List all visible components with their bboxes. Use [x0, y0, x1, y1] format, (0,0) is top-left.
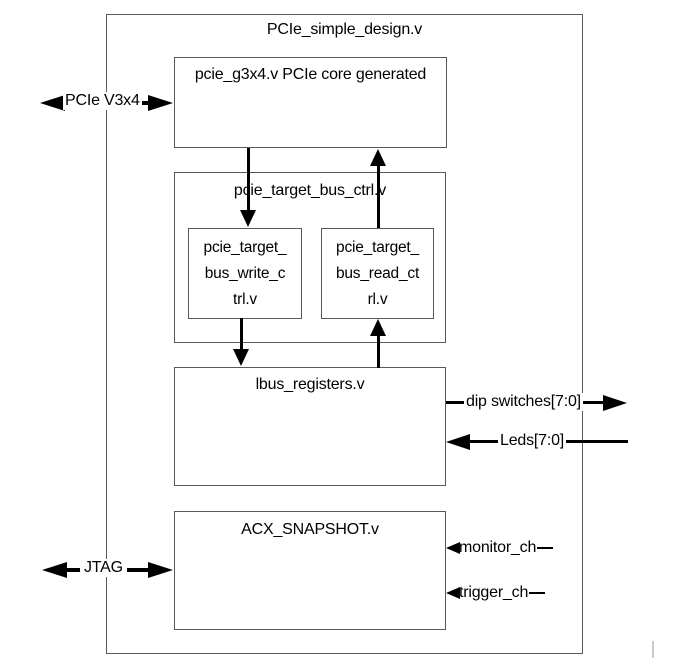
monitor-ch-label: monitor_ch	[459, 539, 537, 556]
read-ctrl-line2: bus_read_ct	[335, 264, 420, 282]
jtag-port-arrowhead-left-icon	[42, 562, 67, 578]
arrow-read-to-core-line	[377, 165, 380, 228]
read-ctrl-label: pcie_target_ bus_read_ct rl.v	[322, 229, 433, 318]
lbus-registers-label: lbus_registers.v	[255, 376, 365, 393]
acx-snapshot-label: ACX_SNAPSHOT.v	[241, 521, 379, 538]
arrow-core-to-write-line	[247, 148, 250, 211]
write-ctrl-line1: pcie_target_	[203, 238, 287, 256]
top-module-title: PCIe_simple_design.v	[266, 21, 423, 38]
pcie-core-label: pcie_g3x4.v PCIe core generated	[194, 66, 427, 83]
bus-ctrl-label: pcie_target_bus_ctrl.v	[233, 182, 387, 199]
arrow-lbus-to-read-head-icon	[370, 319, 386, 336]
pcie-port-arrowhead-right-icon	[148, 95, 173, 111]
scrollbar-artifact	[652, 641, 654, 658]
arrow-read-to-core-head-icon	[370, 149, 386, 166]
arrow-core-to-write-head-icon	[240, 210, 256, 227]
jtag-port-arrowhead-right-icon	[148, 562, 173, 578]
trigger-ch-port: trigger_ch	[459, 583, 546, 603]
jtag-port-label: JTAG	[80, 559, 127, 577]
write-ctrl-line2: bus_write_c	[204, 264, 286, 282]
leds-label: Leds[7:0]	[498, 432, 567, 450]
pcie-core-box: pcie_g3x4.v PCIe core generated	[174, 57, 447, 148]
trigger-ch-stub-line	[529, 592, 546, 594]
arrow-write-to-lbus-line	[240, 318, 243, 350]
arrow-write-to-lbus-head-icon	[233, 349, 249, 366]
acx-snapshot-box: ACX_SNAPSHOT.v	[174, 511, 446, 630]
monitor-ch-arrowhead-icon	[446, 542, 460, 554]
trigger-ch-arrowhead-icon	[446, 587, 460, 599]
write-ctrl-box: pcie_target_ bus_write_c trl.v	[188, 228, 302, 319]
dip-switches-arrowhead-icon	[603, 395, 627, 411]
pcie-port-arrowhead-left-icon	[40, 95, 65, 111]
read-ctrl-line3: rl.v	[367, 290, 388, 308]
read-ctrl-line1: pcie_target_	[336, 238, 419, 256]
monitor-ch-port: monitor_ch	[459, 538, 554, 558]
trigger-ch-label: trigger_ch	[459, 584, 529, 601]
monitor-ch-stub-line	[537, 547, 554, 549]
write-ctrl-line3: trl.v	[233, 290, 257, 308]
lbus-registers-box: lbus_registers.v	[174, 367, 446, 486]
leds-arrowhead-icon	[446, 434, 470, 450]
arrow-lbus-to-read-line	[377, 335, 380, 368]
read-ctrl-box: pcie_target_ bus_read_ct rl.v	[321, 228, 434, 319]
dip-switches-label: dip switches[7:0]	[464, 393, 583, 411]
write-ctrl-label: pcie_target_ bus_write_c trl.v	[189, 229, 301, 318]
pcie-port-label: PCIe V3x4	[63, 92, 142, 110]
